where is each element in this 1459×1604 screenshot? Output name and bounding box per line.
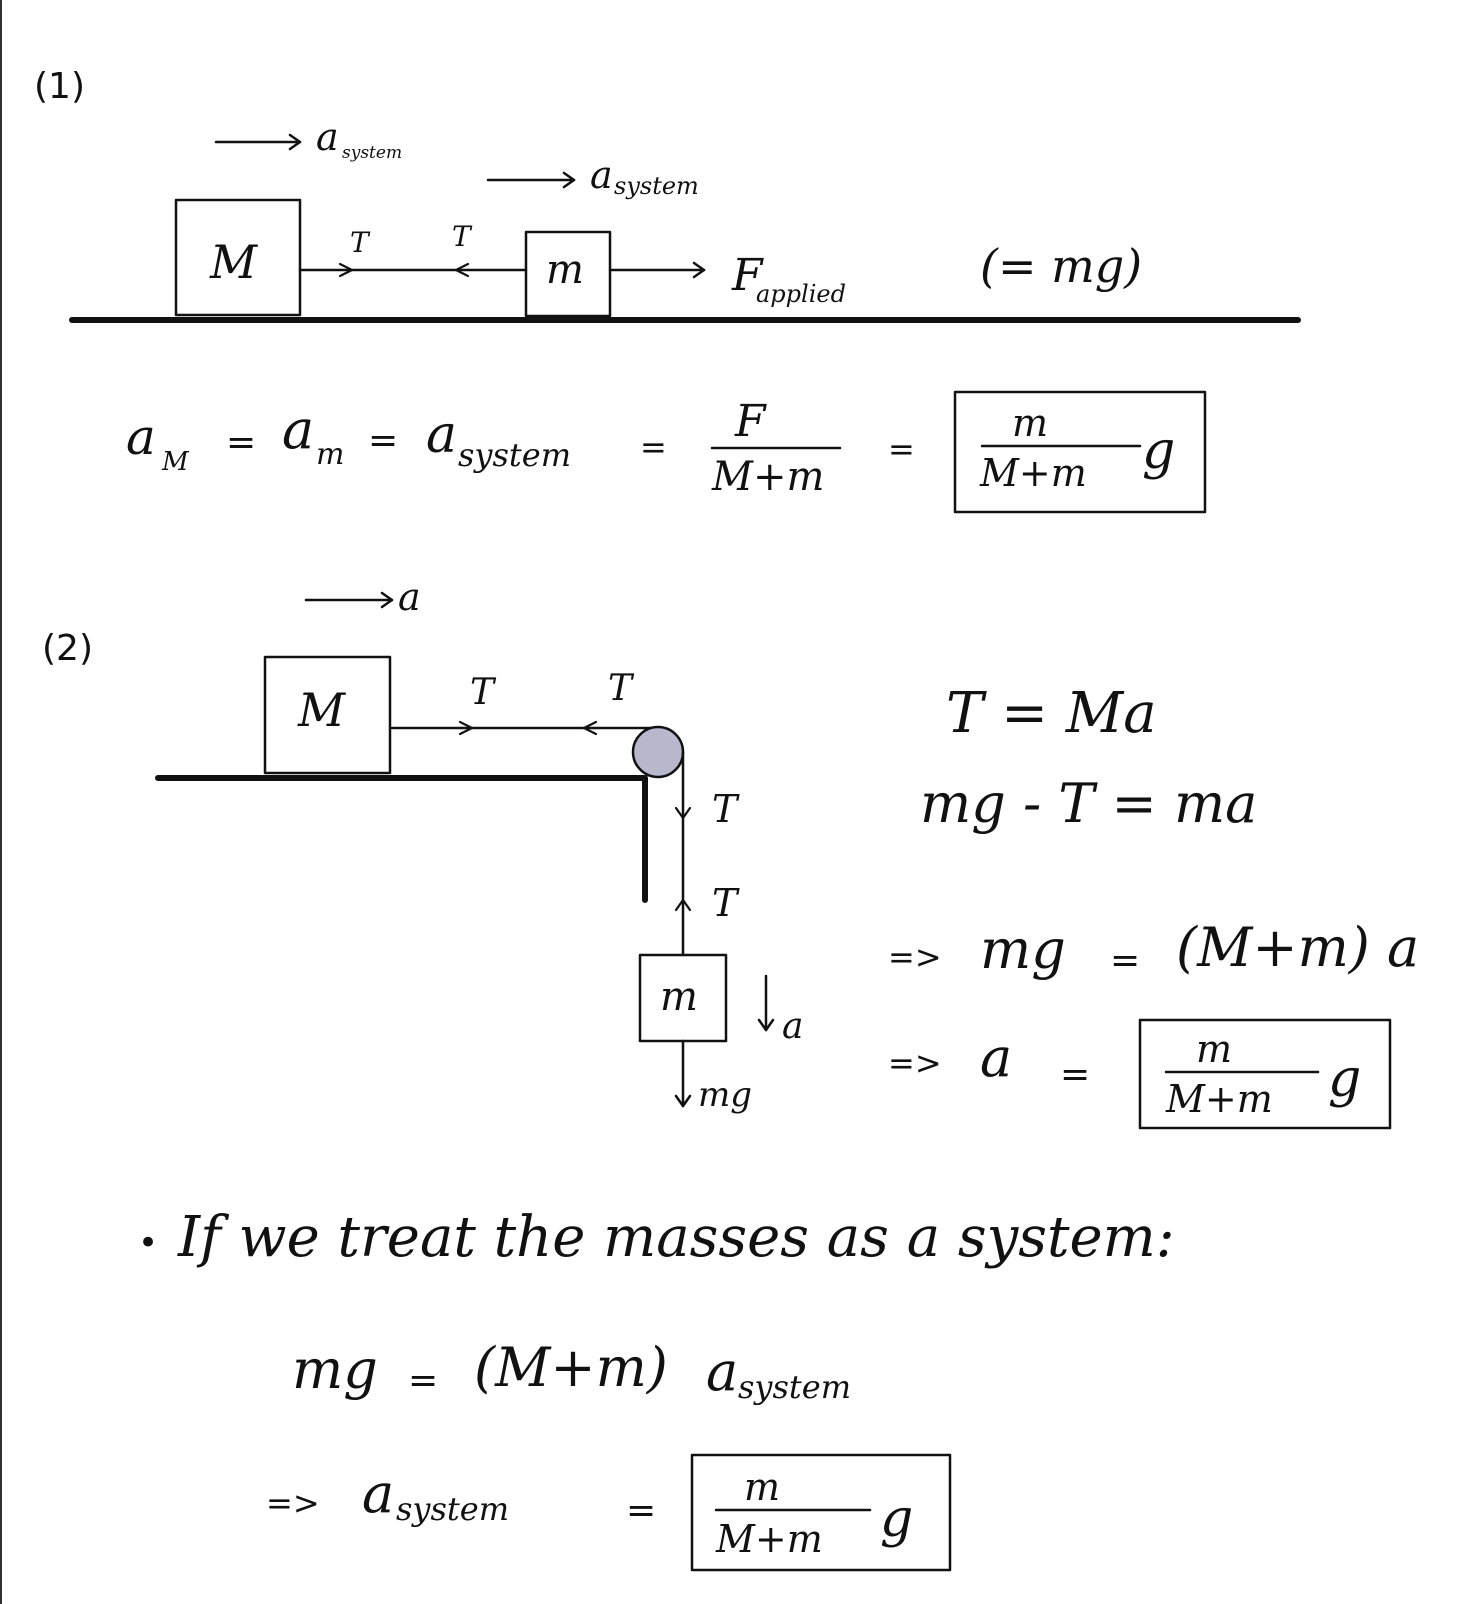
part1-result-box (953, 390, 1207, 514)
part1-accel-arrow-left (214, 133, 302, 151)
part1-block-M (174, 198, 302, 317)
eq-equals-2: = (368, 420, 398, 461)
part1-tension-left-label: T (350, 226, 371, 259)
pulley (631, 725, 685, 779)
eq-equals-1: = (226, 422, 256, 463)
eq-aM-sub: M (161, 447, 190, 477)
part2-eq-line2: mg - T = ma (920, 772, 1257, 835)
system-line1-a: a (706, 1340, 738, 1403)
part1-accel-right-sub: system (614, 172, 699, 200)
part1-applied-force-arrow (608, 261, 706, 279)
part2-eq-line4-arrow: => (888, 1044, 942, 1082)
system-line2-eq: = (626, 1490, 656, 1531)
eq-aM: a (126, 408, 156, 466)
part2-accel-arrow (304, 591, 394, 609)
eq-am: a (282, 398, 314, 461)
part2-block-M (263, 655, 392, 775)
system-line2-lhs: a (362, 1462, 394, 1525)
part2-table (155, 775, 648, 903)
part2-tension-1: T (470, 672, 497, 713)
part1-result-den: M+m (979, 451, 1087, 495)
eq-equals-4: = (888, 430, 915, 468)
page-left-edge (0, 0, 2, 1604)
system-line2-arrow: => (266, 1484, 320, 1522)
part2-eq-line1: T = Ma (946, 681, 1157, 746)
part1-label: (1) (34, 66, 85, 107)
part1-result-g: g (1142, 421, 1175, 481)
part1-accel-left-sub: system (342, 143, 402, 163)
part1-tension-arrow-right (338, 262, 354, 278)
part2-weight-label: mg (698, 1075, 752, 1115)
part2-tension-arrow-up (674, 898, 692, 912)
part2-result-num: m (1196, 1027, 1232, 1071)
system-result-box (690, 1453, 952, 1572)
part1-force-note: (= mg) (980, 239, 1142, 293)
system-bullet: • (138, 1223, 158, 1263)
part1-accel-arrow-right (486, 171, 576, 189)
system-result-den: M+m (715, 1517, 823, 1561)
part2-accel-down-arrow (757, 974, 775, 1032)
part2-eq-line3-arrow: => (888, 938, 942, 976)
part2-block-M-label: M (297, 683, 347, 737)
system-line1-lhs: mg (292, 1338, 378, 1401)
eq-asys-sub: system (458, 436, 571, 474)
part2-equations: T = Ma mg - T = ma => mg = (M+m) a => a … (888, 681, 1419, 1130)
part2-accel-label: a (398, 575, 421, 619)
part1-tension-right-label: T (452, 220, 473, 253)
part1-equation: a M = a m = a system = F M+m = m M+m g (126, 390, 1207, 514)
part2-eq-line3-eq: = (1110, 940, 1140, 981)
part2-eq-line4-lhs: a (980, 1026, 1012, 1089)
part2-eq-line4-eq: = (1060, 1054, 1090, 1095)
eq-am-sub: m (316, 437, 344, 472)
part1-force-label: F (731, 250, 764, 301)
part2-tension-3: T (712, 787, 740, 831)
system-line2-lhs-sub: system (396, 1490, 509, 1528)
system-line1-eq: = (408, 1360, 438, 1401)
part2-result-box (1138, 1018, 1392, 1130)
part1-accel-right-label: a (590, 153, 613, 197)
part2-tension-arrow-down (674, 806, 692, 820)
part1-accel-left-label: a (316, 115, 339, 159)
part2-weight-arrow (674, 1039, 692, 1108)
part2-tension-arrow-left (582, 720, 598, 736)
eq-equals-3: = (640, 428, 667, 466)
part2-accel-down-label: a (782, 1006, 803, 1047)
part1-block-m (524, 230, 612, 318)
part2-eq-line3-lhs: mg (980, 918, 1066, 981)
part2-tension-arrow-right (458, 720, 474, 736)
system-line1-a-sub: system (738, 1368, 851, 1406)
system-result-g: g (880, 1489, 913, 1549)
eq-asys: a (426, 405, 457, 465)
part2-tension-2: T (608, 668, 635, 709)
system-heading: If we treat the masses as a system: (177, 1205, 1175, 1270)
part2-tension-4: T (712, 881, 740, 925)
part2-eq-line3-rhs: (M+m) a (1176, 916, 1419, 979)
part1-force-sub: applied (756, 280, 846, 308)
part1-result-num: m (1012, 401, 1048, 445)
system-line1-rhs: (M+m) (474, 1336, 668, 1399)
part2-result-g: g (1328, 1049, 1361, 1109)
part1-block-m-label: m (546, 247, 584, 293)
system-approach: • If we treat the masses as a system: mg… (138, 1205, 1175, 1572)
part1-block-M-label: M (209, 235, 259, 289)
part2-block-m-label: m (660, 974, 698, 1020)
part2-result-den: M+m (1165, 1077, 1273, 1121)
part1-tension-arrow-left (454, 262, 470, 278)
eq-frac-den: M+m (711, 454, 824, 500)
part2-label: (2) (42, 628, 93, 669)
eq-frac-num: F (734, 396, 767, 447)
system-result-num: m (744, 1465, 780, 1509)
